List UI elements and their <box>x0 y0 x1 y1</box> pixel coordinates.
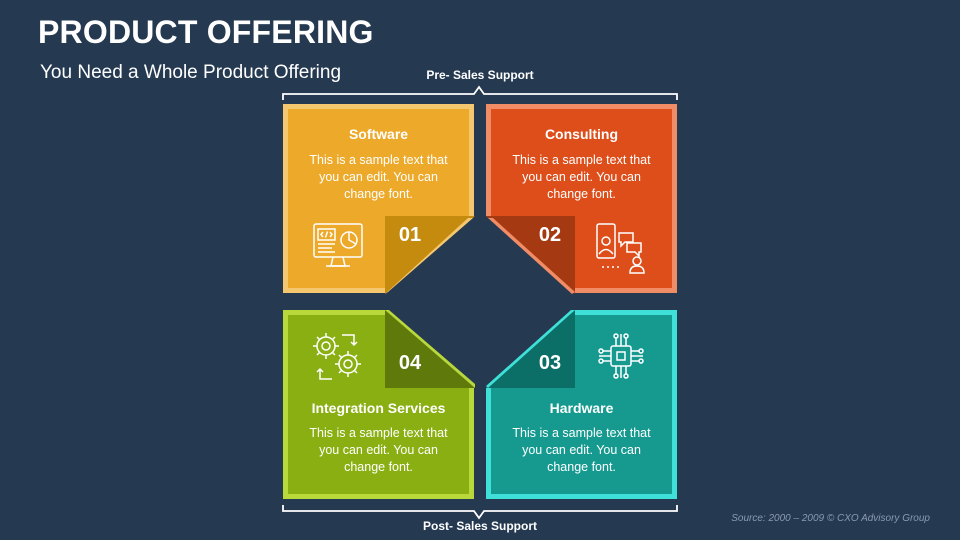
card-text: This is a sample text that you can edit.… <box>512 153 651 201</box>
consultation-icon <box>596 223 645 274</box>
card-title: Hardware <box>549 400 614 416</box>
card-text: This is a sample text that you can edit.… <box>309 153 448 201</box>
card-number: 03 <box>538 352 562 374</box>
bottom-bracket <box>282 505 678 520</box>
card-number: 02 <box>538 224 562 246</box>
fold-corner <box>385 216 475 294</box>
card-number: 01 <box>398 224 422 246</box>
fold-corner <box>486 310 575 388</box>
card-title: Consulting <box>544 126 619 142</box>
post-sales-label: Post- Sales Support <box>422 519 538 533</box>
top-bracket <box>282 85 678 100</box>
monitor-code-icon <box>313 223 363 267</box>
card-title: Software <box>348 126 409 142</box>
card-text: This is a sample text that you can edit.… <box>309 426 448 474</box>
gears-icon <box>313 333 361 380</box>
source-note: Source: 2000 – 2009 © CXO Advisory Group <box>731 513 930 524</box>
card-software: Software This is a sample text that you … <box>283 104 474 293</box>
card-number: 04 <box>398 352 422 374</box>
page-title: PRODUCT OFFERING <box>38 14 374 50</box>
fold-corner <box>385 310 475 388</box>
card-title: Integration Services <box>311 400 446 416</box>
chip-icon <box>598 333 644 379</box>
page-subtitle: You Need a Whole Product Offering <box>40 62 342 83</box>
card-text: This is a sample text that you can edit.… <box>512 426 651 474</box>
fold-corner <box>486 216 575 294</box>
pre-sales-label: Pre- Sales Support <box>426 68 534 82</box>
